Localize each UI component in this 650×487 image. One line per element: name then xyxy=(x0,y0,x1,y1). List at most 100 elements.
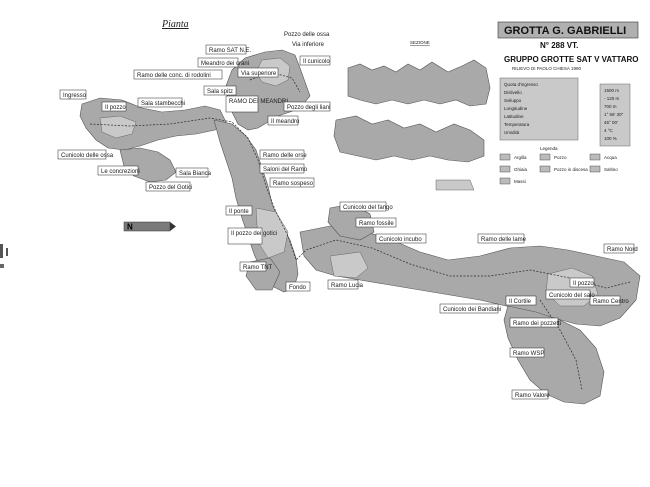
label-cunicolo-salo: Cunicolo del salo xyxy=(545,289,595,300)
label-via-inferiore: Via inferiore xyxy=(292,42,325,48)
label-ramo-lame: Ramo delle lame xyxy=(477,233,527,244)
label-ramo-sat-ne: Ramo SAT N.E. xyxy=(205,44,251,55)
label-ramo-nord: Ramo Nord xyxy=(603,243,638,254)
svg-text:Il pozzo dei gotici: Il pozzo dei gotici xyxy=(231,231,277,237)
svg-text:Massi: Massi xyxy=(514,179,526,184)
svg-text:Il ponte: Il ponte xyxy=(229,209,249,215)
svg-text:Le concrezioni: Le concrezioni xyxy=(101,169,140,175)
label-ramo-fossile: Ramo fossile xyxy=(355,217,397,228)
svg-text:Ramo SAT N.E.: Ramo SAT N.E. xyxy=(209,48,251,54)
svg-text:Ramo fossile: Ramo fossile xyxy=(359,221,394,227)
svg-text:Ramo Nord: Ramo Nord xyxy=(607,247,638,253)
svg-text:Temperatura: Temperatura xyxy=(504,122,530,127)
label-il-pozzo-left: Il pozzo xyxy=(101,101,126,112)
label-il-ponte: Il ponte xyxy=(225,205,253,216)
svg-text:Il pozzo: Il pozzo xyxy=(105,105,126,111)
label-concrezioni: Le concrezioni xyxy=(97,165,140,176)
label-pozzo-gotici: Pozzo del Gotici xyxy=(145,181,192,192)
svg-text:Ramo sospeso: Ramo sospeso xyxy=(273,181,314,187)
svg-text:Sviluppo: Sviluppo xyxy=(504,98,522,103)
svg-text:Acqua: Acqua xyxy=(604,155,617,160)
svg-text:Ingresso: Ingresso xyxy=(63,93,87,99)
label-cunicolo-fango: Cunicolo del fango xyxy=(339,201,393,212)
label-ramo-conc: Ramo delle conc. di rodolini xyxy=(133,69,223,80)
edge-marks xyxy=(0,244,8,268)
label-ramo-meandri: RAMO DEI MEANDRI xyxy=(225,95,288,113)
svg-text:Cunicolo dei Bandiani: Cunicolo dei Bandiani xyxy=(443,307,501,313)
label-meandro-crani: Meandro dei crani xyxy=(197,57,249,68)
survey-group: GRUPPO GROTTE SAT V VATTARO xyxy=(504,55,639,64)
svg-text:Ramo Centro: Ramo Centro xyxy=(593,299,629,305)
label-il-pozzo-right: Il pozzo xyxy=(569,277,594,288)
label-sala-stambecchi: Sala stambecchi xyxy=(137,97,185,108)
label-saloni-ramo: Saloni del Ramo xyxy=(259,163,308,174)
svg-text:Ramo Lucia: Ramo Lucia xyxy=(331,283,364,289)
svg-text:Ramo delle conc. di rodolini: Ramo delle conc. di rodolini xyxy=(137,73,211,79)
svg-text:Ramo Valore: Ramo Valore xyxy=(515,393,550,399)
svg-text:Sala stambecchi: Sala stambecchi xyxy=(141,101,185,107)
svg-text:Saloni del Ramo: Saloni del Ramo xyxy=(263,167,308,173)
label-sala-spitz: Sala spitz xyxy=(203,85,237,96)
data-table: Quota d'ingresso Dislivello Sviluppo Lon… xyxy=(499,77,631,147)
svg-text:Pozzo degli liani: Pozzo degli liani xyxy=(287,105,330,111)
svg-text:Il cunicolo: Il cunicolo xyxy=(303,59,330,65)
section-label: SEZIONE xyxy=(410,40,430,45)
label-ramo-lucia: Ramo Lucia xyxy=(327,279,364,290)
legend-item: Pozzo xyxy=(539,153,567,161)
svg-text:Umidità: Umidità xyxy=(504,130,520,135)
svg-text:Il Cortile: Il Cortile xyxy=(509,299,532,305)
svg-text:4 °C: 4 °C xyxy=(604,128,614,133)
svg-text:700 m: 700 m xyxy=(604,104,617,109)
legend-item: Argilla xyxy=(499,153,527,161)
svg-text:46° 00': 46° 00' xyxy=(604,120,618,125)
label-il-cortile: Il Cortile xyxy=(505,295,537,306)
svg-text:Cunicolo delle ossa: Cunicolo delle ossa xyxy=(61,153,114,159)
svg-text:100 %: 100 % xyxy=(604,136,617,141)
svg-text:Pozzo delle ossa: Pozzo delle ossa xyxy=(284,32,330,38)
plan-label: Pianta xyxy=(161,19,189,30)
label-via-superiore: Via superiore xyxy=(237,67,279,78)
survey-author: RILIEVO DI PAOLO CHIESA 1990 xyxy=(512,66,581,71)
svg-text:1° 56' 30": 1° 56' 30" xyxy=(604,112,624,117)
svg-text:Pozzo: Pozzo xyxy=(554,155,567,160)
svg-text:Il meandro: Il meandro xyxy=(271,119,300,125)
label-cunicolo-incubo: Cunicolo incubo xyxy=(375,233,427,244)
label-ramo-pozzetti: Ramo dei pozzetti xyxy=(509,317,561,328)
svg-text:Il pozzo: Il pozzo xyxy=(573,281,594,287)
svg-text:Quota d'ingresso: Quota d'ingresso xyxy=(504,82,538,87)
svg-text:Via superiore: Via superiore xyxy=(241,71,277,77)
label-il-meandro: Il meandro xyxy=(267,115,300,126)
svg-text:Cunicolo incubo: Cunicolo incubo xyxy=(379,237,422,243)
cave-title: GROTTA G. GABRIELLI xyxy=(504,25,626,37)
svg-text:Ramo WSP: Ramo WSP xyxy=(513,351,544,357)
svg-text:Ramo TNT: Ramo TNT xyxy=(243,265,273,271)
svg-text:- 120 m: - 120 m xyxy=(604,96,620,101)
svg-text:Argilla: Argilla xyxy=(514,155,527,160)
label-pozzo-gotici-2: Il pozzo dei gotici xyxy=(227,227,277,245)
svg-text:Longitudine: Longitudine xyxy=(504,106,528,111)
label-cunicolo-ossa: Cunicolo delle ossa xyxy=(57,149,114,160)
label-cunicolo-bandiani: Cunicolo dei Bandiani xyxy=(439,303,501,314)
label-il-cunicolo: Il cunicolo xyxy=(299,55,330,66)
svg-text:Sala spitz: Sala spitz xyxy=(207,89,233,95)
label-ramo-orse: Ramo delle orse xyxy=(259,149,307,160)
svg-text:Pozzo in discesa: Pozzo in discesa xyxy=(554,167,588,172)
label-ramo-wsp: Ramo WSP xyxy=(509,347,544,358)
legend-title: Legenda xyxy=(540,146,558,151)
svg-text:Ghiaia: Ghiaia xyxy=(514,167,528,172)
svg-text:Cunicolo del salo: Cunicolo del salo xyxy=(549,293,595,299)
label-ramo-sospeso: Ramo sospeso xyxy=(269,177,315,188)
title-block: GROTTA G. GABRIELLI N° 288 VT. GRUPPO GR… xyxy=(497,21,639,71)
svg-text:Cunicolo del fango: Cunicolo del fango xyxy=(343,205,393,211)
label-pozzo-ossa: Pozzo delle ossa xyxy=(284,32,330,38)
legend: Legenda Argilla Ghiaia Massi Pozzo Pozzo… xyxy=(499,146,618,185)
svg-text:Ramo dei pozzetti: Ramo dei pozzetti xyxy=(513,321,561,327)
label-ramo-centro: Ramo Centro xyxy=(589,295,629,306)
svg-text:Pozzo del Gotici: Pozzo del Gotici xyxy=(149,185,192,191)
svg-text:RAMO DEI MEANDRI: RAMO DEI MEANDRI xyxy=(229,99,288,105)
legend-item: Massi xyxy=(499,177,526,185)
place-labels: Pozzo delle ossa Via inferiore Ramo SAT … xyxy=(57,32,638,400)
svg-text:Meandro dei crani: Meandro dei crani xyxy=(201,61,249,67)
svg-text:Saltino: Saltino xyxy=(604,167,618,172)
svg-text:Latitudine: Latitudine xyxy=(504,114,524,119)
